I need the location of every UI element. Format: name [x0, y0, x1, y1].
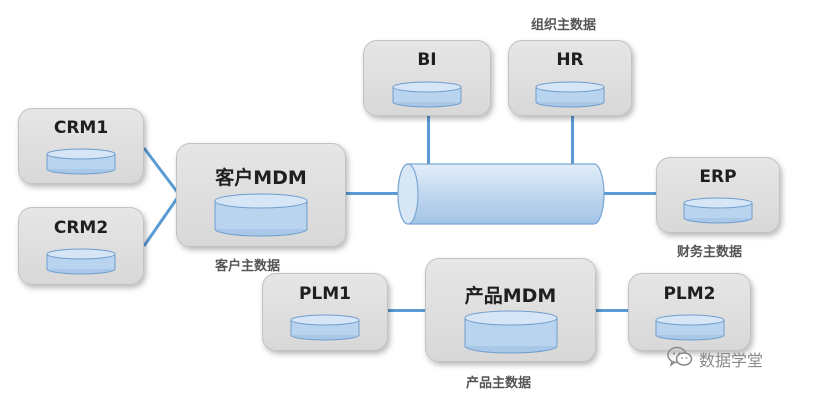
plm1-database-icon [289, 312, 361, 342]
erp-database-icon [682, 195, 754, 225]
connector-bi-bus [427, 116, 430, 164]
crm2-label: CRM2 [53, 218, 109, 238]
customer-mdm-database-icon [213, 192, 309, 238]
product-mdm-node: 产品MDM [425, 258, 596, 362]
connector-hr-bus [571, 116, 574, 164]
plm1-label: PLM1 [298, 284, 352, 304]
bi-label: BI [417, 50, 437, 70]
org-master-data-caption: 组织主数据 [531, 18, 597, 33]
connector-crm2-customer-mdm [142, 196, 180, 247]
product-master-data-caption: 产品主数据 [466, 376, 532, 391]
customer-mdm-node: 客户MDM [176, 143, 346, 247]
crm1-system-node: CRM1 [18, 108, 144, 184]
enterprise-service-bus [396, 161, 608, 231]
crm2-system-node: CRM2 [18, 207, 144, 285]
plm2-system-node: PLM2 [628, 273, 751, 351]
wechat-icon [667, 346, 693, 372]
bi-system-node: BI [363, 40, 491, 116]
connector-customer-mdm-bus [346, 192, 402, 195]
connector-plm1-product-mdm [388, 309, 425, 312]
crm1-database-icon [45, 146, 117, 176]
finance-master-data-caption: 财务主数据 [677, 245, 743, 260]
connector-crm1-customer-mdm [142, 147, 180, 194]
bi-database-icon [391, 79, 463, 109]
plm2-label: PLM2 [663, 284, 716, 304]
erp-system-node: ERP [656, 157, 780, 233]
watermark: 数据学堂 [667, 346, 763, 372]
crm1-label: CRM1 [53, 118, 109, 138]
plm1-system-node: PLM1 [262, 273, 388, 351]
hr-label: HR [556, 50, 584, 70]
customer-mdm-label: 客户MDM [215, 167, 307, 189]
customer-master-data-caption: 客户主数据 [215, 259, 281, 274]
crm2-database-icon [45, 246, 117, 276]
product-mdm-database-icon [463, 309, 559, 355]
hr-database-icon [534, 79, 606, 109]
product-mdm-label: 产品MDM [464, 285, 557, 307]
plm2-database-icon [654, 312, 726, 342]
hr-system-node: HR [508, 40, 632, 116]
connector-product-mdm-plm2 [596, 309, 628, 312]
erp-label: ERP [699, 167, 737, 187]
connector-bus-erp [602, 192, 656, 195]
watermark-text: 数据学堂 [699, 351, 764, 370]
